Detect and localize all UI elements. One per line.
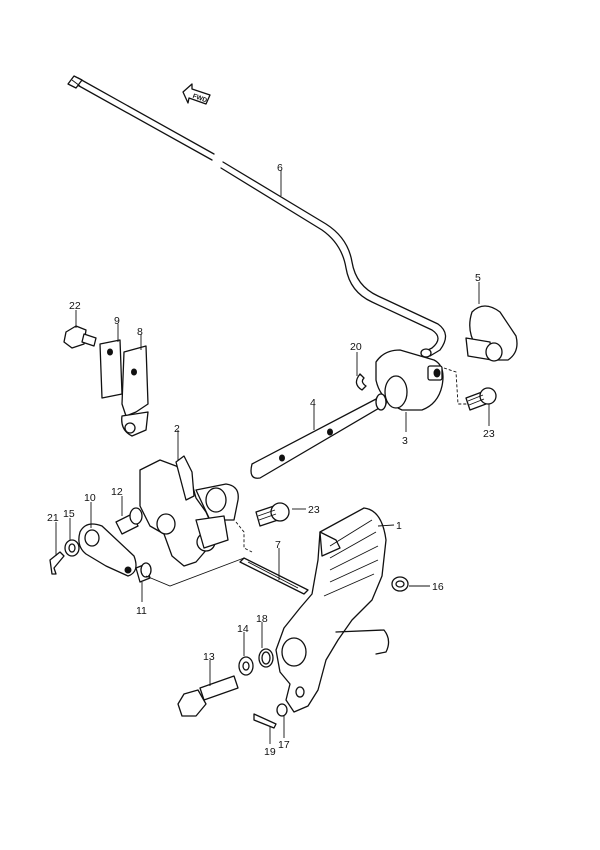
part-4-shift-shaft — [250, 393, 387, 479]
fwd-label: FWD — [192, 93, 209, 105]
part-14-washer — [238, 656, 254, 676]
callout-9: 9 — [114, 315, 120, 327]
callout-leaders — [55, 170, 490, 744]
part-18-o-ring — [258, 648, 274, 668]
part-17-washer — [276, 703, 288, 717]
callout-1: 1 — [396, 520, 402, 532]
fwd-arrow-icon: FWD — [182, 83, 211, 105]
part-5-rod-clip — [465, 305, 518, 362]
part-15-washer — [64, 539, 80, 557]
callout-20: 20 — [350, 341, 362, 353]
callout-4: 4 — [310, 397, 316, 409]
callout-labels: 1 2 3 4 5 6 7 8 9 10 11 12 13 14 15 16 1… — [47, 162, 495, 758]
callout-23-upper: 23 — [483, 428, 495, 440]
callout-17: 17 — [278, 739, 290, 751]
part-11-bushing — [135, 562, 152, 583]
part-22-bolt — [63, 325, 97, 349]
callout-12: 12 — [111, 486, 123, 498]
callout-22: 22 — [69, 300, 81, 312]
part-23-screw-lower — [255, 502, 290, 527]
part-13-pivot-bolt — [177, 675, 239, 717]
callout-2: 2 — [174, 423, 180, 435]
callout-19: 19 — [264, 746, 276, 758]
part-20-snap-ring — [355, 373, 367, 391]
callout-15: 15 — [63, 508, 75, 520]
callout-10: 10 — [84, 492, 96, 504]
part-16-washer — [391, 576, 409, 592]
callout-16: 16 — [432, 581, 444, 593]
callout-21: 21 — [47, 512, 59, 524]
part-6-shift-rod — [67, 75, 447, 358]
callout-5: 5 — [475, 272, 481, 284]
part-9-bracket-plate — [99, 339, 123, 399]
part-19-cotter-pin — [253, 713, 277, 729]
part-12-bolt — [115, 507, 143, 535]
callout-6: 6 — [277, 162, 283, 174]
callout-23-lower: 23 — [308, 504, 320, 516]
callout-8: 8 — [137, 326, 143, 338]
part-23-screw-upper — [465, 387, 497, 411]
part-7-threaded-rod — [239, 557, 309, 595]
callout-7: 7 — [275, 539, 281, 551]
callout-18: 18 — [256, 613, 268, 625]
assembly-lines — [145, 367, 468, 587]
part-2-shift-cam — [139, 455, 239, 567]
part-1-shift-pedal — [275, 507, 390, 713]
part-10-link-lever — [78, 523, 137, 577]
part-8-bracket-arm — [121, 345, 149, 437]
callout-3: 3 — [402, 435, 408, 447]
part-3-lever-arm — [375, 349, 444, 411]
callout-13: 13 — [203, 651, 215, 663]
part-21-cotter-pin — [49, 551, 65, 575]
callout-11: 11 — [136, 605, 147, 617]
callout-14: 14 — [237, 623, 249, 635]
